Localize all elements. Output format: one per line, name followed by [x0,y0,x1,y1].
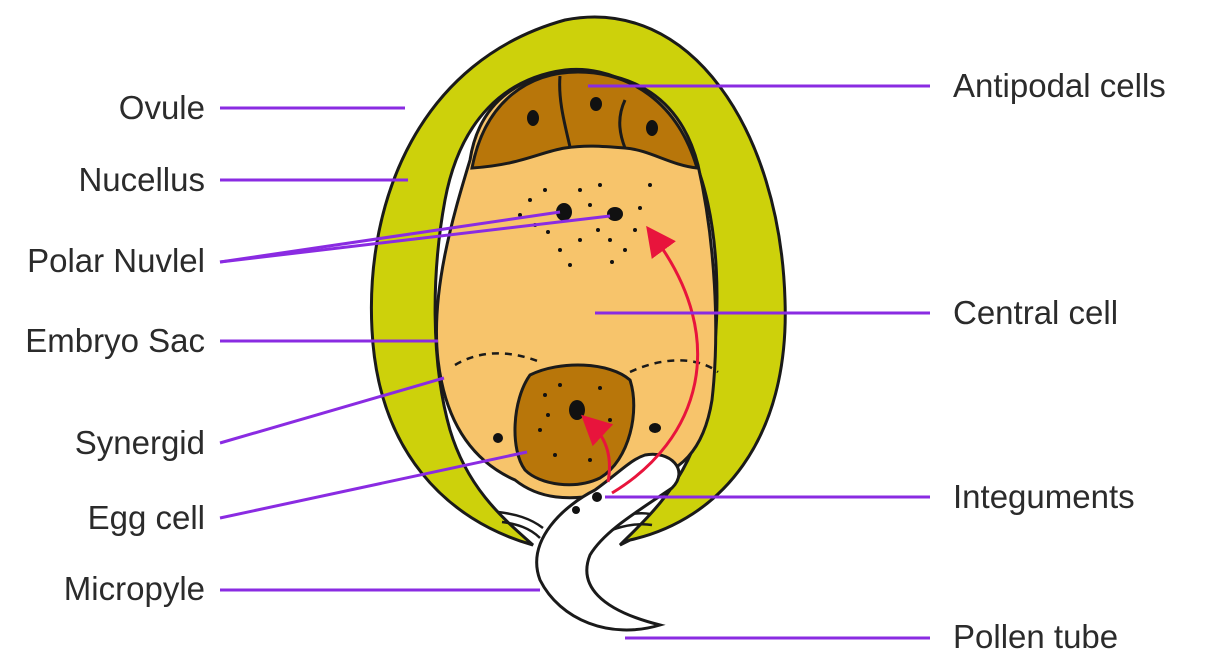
antipodal-nucleus-1 [527,110,539,126]
label-embryo-sac: Embryo Sac [5,324,205,357]
label-pollen-tube: Pollen tube [953,620,1118,653]
label-polar-nuclei: Polar Nuvlel [5,244,205,277]
pollen-nucleus-1 [592,492,602,502]
egg-nucleus [569,400,585,420]
synergid-nucleus-1 [493,433,503,443]
pollen-nucleus-2 [572,506,580,514]
label-integuments: Integuments [953,480,1135,513]
label-central-cell: Central cell [953,296,1118,329]
label-synergid: Synergid [5,426,205,459]
antipodal-nucleus-3 [646,120,658,136]
label-antipodal-cells: Antipodal cells [953,69,1166,102]
label-nucellus: Nucellus [5,163,205,196]
label-ovule: Ovule [5,91,205,124]
label-micropyle: Micropyle [5,572,205,605]
polar-nucleus-2 [607,207,623,221]
label-egg-cell: Egg cell [5,501,205,534]
synergid-nucleus-2 [649,423,661,433]
antipodal-nucleus-2 [590,97,602,111]
